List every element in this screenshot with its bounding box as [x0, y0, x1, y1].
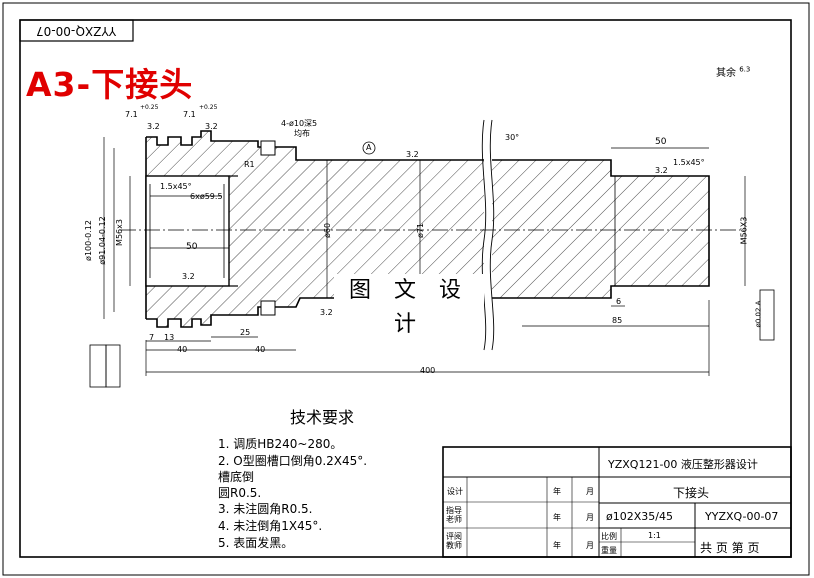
tech-item-2c: 圆R0.5. [218, 486, 262, 500]
dim-rough-top: 3.2 [406, 150, 419, 159]
section-bottom [146, 230, 484, 327]
dim-len-50: 50 [655, 137, 667, 147]
dim-tol-box-right: ø0.02 A [754, 300, 763, 328]
dim-13: 13 [164, 333, 175, 342]
section-right [492, 160, 709, 298]
tb-weight-label: 重量 [601, 546, 617, 555]
tech-heading: 技术要求 [290, 408, 355, 427]
part-drawing [89, 119, 775, 388]
section-top [146, 131, 484, 230]
title-block [442, 446, 792, 558]
dim-dia-mid: ø60 [323, 222, 333, 239]
drawing-code-flipped: YYZXQ-00-07 [36, 24, 117, 38]
outline-right [492, 159, 710, 299]
sheet-title: A3-下接头 [26, 65, 194, 104]
tb-code: YYZXQ-00-07 [705, 510, 779, 523]
inner-border [19, 19, 792, 558]
hole-top [260, 140, 276, 156]
dim-dia-left1: ø100-0.12 [83, 220, 93, 261]
tb-year-1: 年 [553, 487, 561, 496]
tb-scale: 1:1 [648, 531, 661, 540]
dim-groove-w2-tol: +0.25 [199, 104, 218, 111]
dim-85: 85 [612, 316, 623, 325]
tol-box-left2 [105, 344, 121, 388]
dim-25: 25 [240, 328, 251, 337]
dim-rough-right: 3.2 [655, 166, 668, 175]
watermark: 图 文 设 计 [334, 274, 484, 337]
tech-item-2: 2. O型圈槽口倒角0.2X45°. [218, 454, 368, 468]
tb-month-1: 月 [586, 487, 594, 496]
tb-sheets: 共 页 第 页 [700, 541, 760, 555]
tech-item-1: 1. 调质HB240~280。 [218, 437, 343, 451]
dim-inner-rough: 3.2 [182, 272, 195, 281]
tech-item-3: 3. 未注圆角R0.5. [218, 502, 313, 516]
dim-dia-left2: ø91.04-0.12 [97, 216, 107, 265]
tech-item-5: 5. 表面发黑。 [218, 536, 294, 550]
tb-year-2: 年 [553, 513, 561, 522]
tb-part-name: 下接头 [673, 486, 710, 500]
dim-groove-w1: 7.1 [125, 110, 138, 119]
tol-box-left [89, 344, 107, 388]
break-gap [484, 126, 492, 336]
dim-chamfer-right: 1.5x45° [673, 158, 705, 167]
tb-year-3: 年 [553, 541, 561, 550]
tb-month-3: 月 [586, 541, 594, 550]
dim-7: 7 [149, 333, 155, 342]
dim-chamfer-30: 30° [505, 133, 520, 142]
tb-drafter: 指导老师 [446, 506, 462, 524]
datum-a-circle [362, 141, 376, 155]
tb-design: 设计 [447, 487, 463, 496]
dim-40b: 40 [255, 345, 266, 354]
surface-symbol-icon: 6.3 [739, 65, 751, 74]
dim-400: 400 [420, 366, 436, 375]
dim-datum-a: A [366, 143, 372, 152]
bore [145, 175, 230, 287]
tb-month-2: 月 [586, 513, 594, 522]
dim-inner-50: 50 [186, 242, 198, 252]
tb-project: YZXQ121-00 液压整形器设计 [608, 458, 758, 471]
dim-40a: 40 [177, 345, 188, 354]
dim-groove-w2: 7.1 [183, 110, 196, 119]
tech-item-4: 4. 未注倒角1X45°. [218, 519, 323, 533]
dim-holes-2: 均布 [294, 129, 310, 138]
surface-note: 其余 6.3 [716, 64, 750, 79]
dim-dia-right: M56X3 [739, 216, 749, 245]
break-line-r [489, 119, 495, 351]
dim-groove-w1-tol: +0.25 [140, 104, 159, 111]
tech-item-2b: 槽底倒 [218, 470, 255, 484]
hole-bottom [260, 300, 276, 316]
dim-dia-71: ø71 [416, 222, 426, 239]
tb-reviewer: 评阅教师 [446, 532, 462, 550]
dim-inner-chamfer: 1.5x45° [160, 182, 192, 191]
dim-inner-thread: 6xø59.5 [190, 192, 223, 201]
tol-box-right [759, 289, 775, 341]
tb-scale-label: 比例 [601, 532, 617, 541]
dim-groove-rough1: 3.2 [147, 122, 160, 131]
dim-holes: 4-ø10深5 [281, 119, 318, 128]
code-box [19, 19, 134, 42]
dim-dia-left3: M56x3 [114, 219, 124, 246]
dim-rough-bot: 3.2 [320, 308, 333, 317]
tb-material: ø102X35/45 [606, 510, 673, 523]
dim-groove-rough2: 3.2 [205, 122, 218, 131]
dimension-lines [103, 137, 746, 376]
break-line-l [481, 119, 487, 351]
surface-note-label: 其余 [716, 68, 736, 79]
dim-r-mark: R1 [244, 160, 255, 169]
dim-6: 6 [616, 297, 622, 306]
